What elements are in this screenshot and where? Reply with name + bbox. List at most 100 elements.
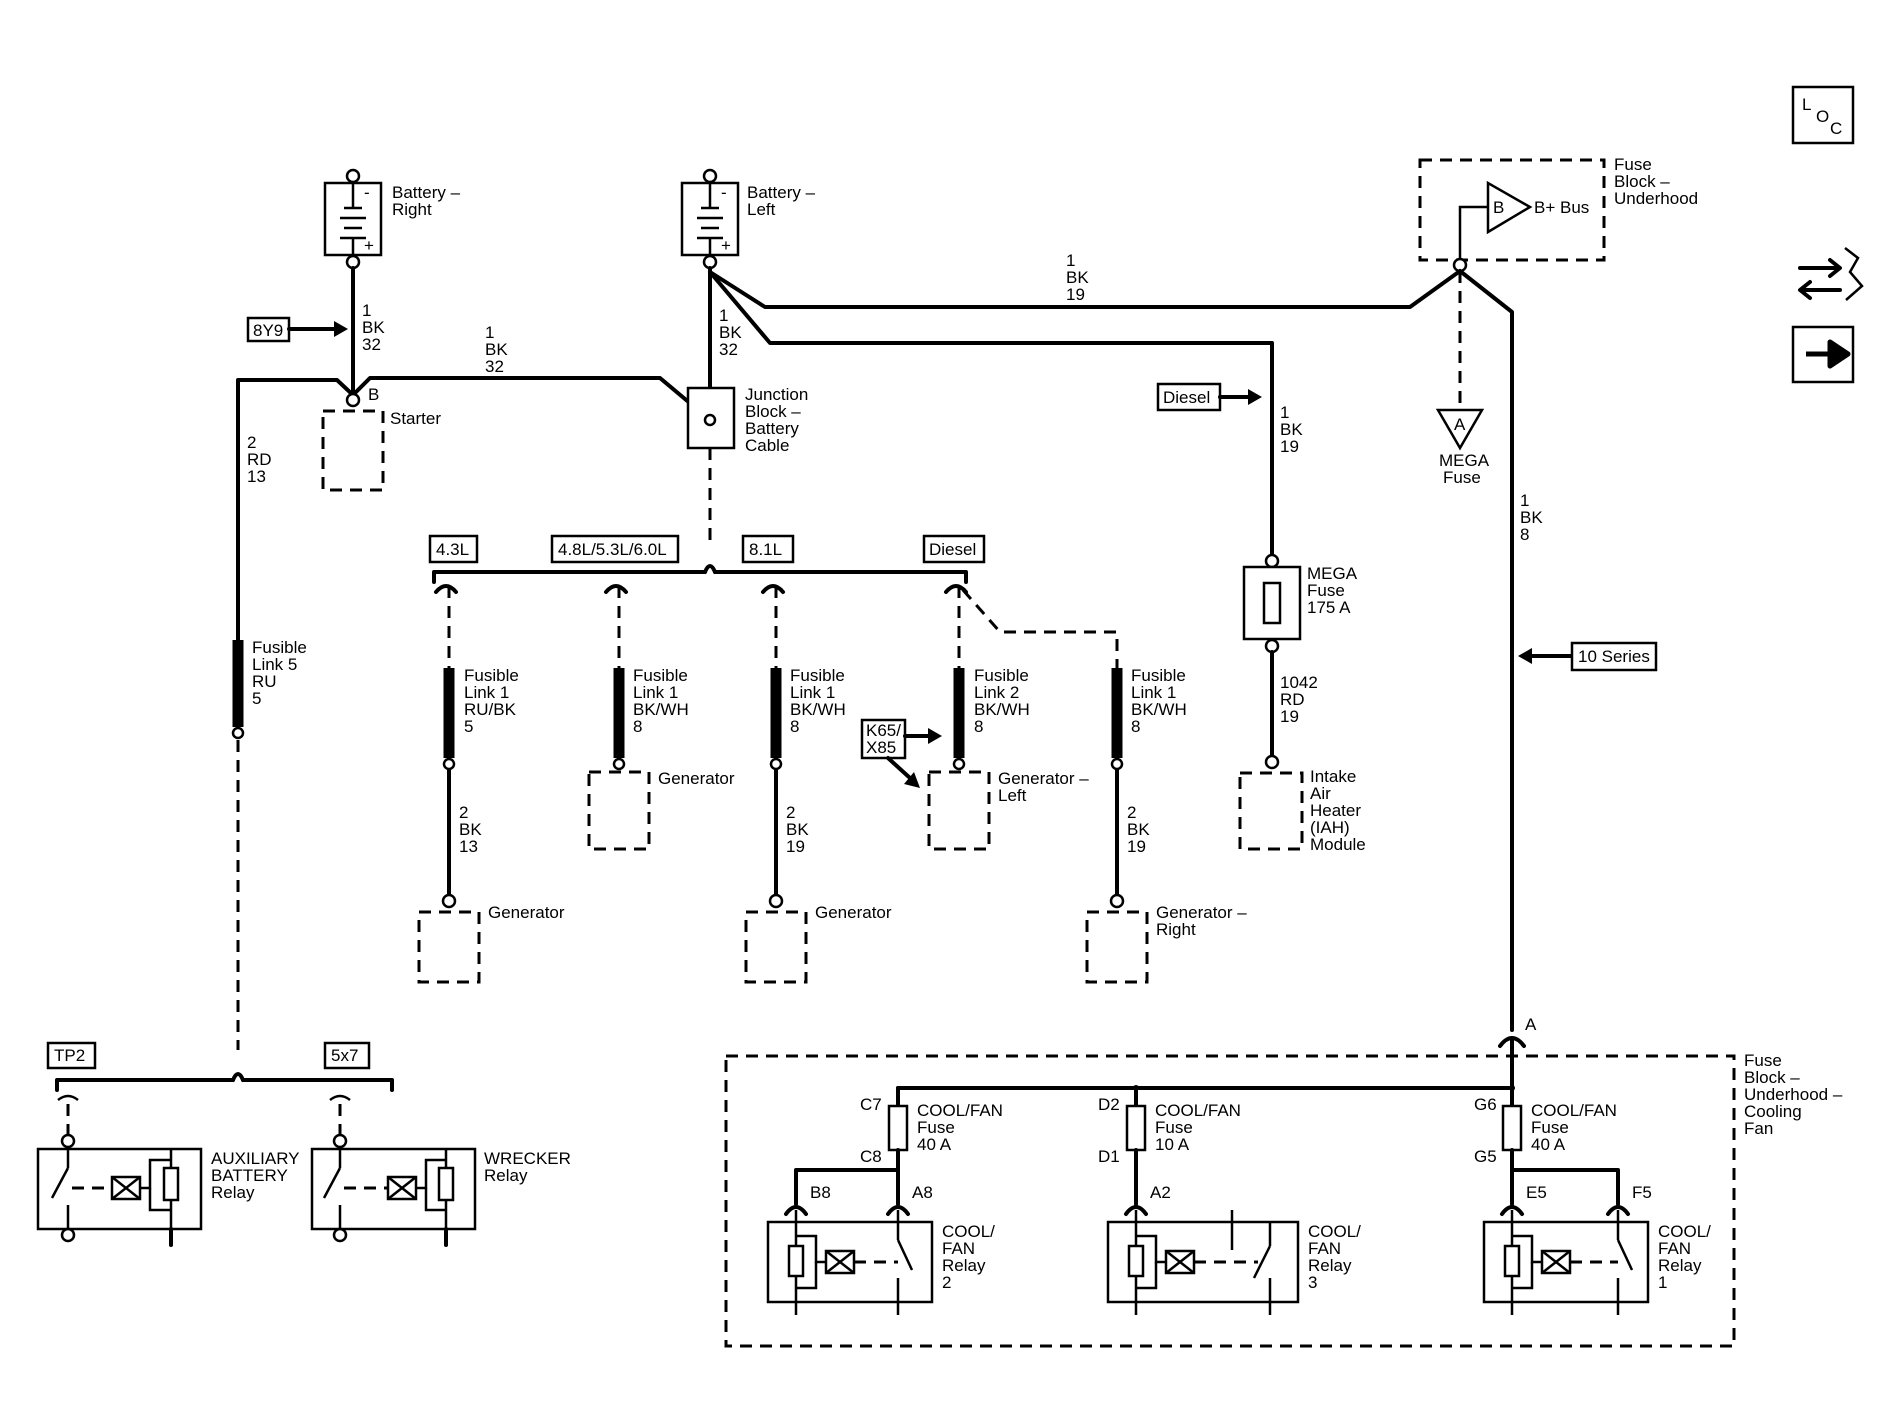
pin-e5: E5 [1526, 1183, 1547, 1202]
cool-fan-fuse-2: C7 C8 COOL/FAN Fuse 40 A [794, 1086, 1003, 1206]
fusible-link-5-label-4: 5 [252, 689, 261, 708]
auxiliary-battery-relay: AUXILIARY BATTERY Relay [36, 1094, 300, 1247]
junction-block-label-3: Battery [745, 419, 799, 438]
junction-block-label-4: Cable [745, 436, 789, 455]
wire-label: 2 [247, 433, 256, 452]
fusible-48l-label-1: Fusible [633, 666, 688, 685]
mega-fuse-ref-pin: A [1454, 415, 1466, 434]
intake-air-heater: Intake Air Heater (IAH) Module [1238, 754, 1366, 854]
option-k65-label-2: X85 [866, 738, 896, 757]
fusible-link-diesel: Fusible Link 2 BK/WH 8 [952, 666, 1030, 771]
wire-label: 1 [362, 301, 371, 320]
battery-right-label-1: Battery – [392, 183, 461, 202]
fuse-block-underhood-label-3: Underhood [1614, 189, 1698, 208]
generator-48l: Generator [587, 769, 735, 851]
mega-fuse-ref-label-2: Fuse [1443, 468, 1481, 487]
wire-label: BK [459, 820, 482, 839]
fusible-diesel-label-2: Link 2 [974, 683, 1019, 702]
wire-label: 1 [1520, 491, 1529, 510]
option-k65-x85: K65/ X85 [860, 718, 942, 788]
wire-label: 1 [1066, 251, 1075, 270]
generator-right: Generator – Right [1085, 893, 1247, 984]
cf-relay-3-label-1: COOL/ [1308, 1222, 1361, 1241]
generator-left: Generator – Left [927, 769, 1089, 851]
mega-fuse-ref-label-1: MEGA [1439, 451, 1490, 470]
starter-pin: B [368, 385, 379, 404]
loc-letter-o: O [1816, 107, 1829, 126]
option-k65-label-1: K65/ [866, 721, 901, 740]
cf-relay-1-label-4: 1 [1658, 1273, 1667, 1292]
pin-c7: C7 [860, 1095, 882, 1114]
cool-fuse-3-label-2: Fuse [1155, 1118, 1193, 1137]
cooling-block-label-1: Fuse [1744, 1051, 1782, 1070]
fusible-48l-label-4: 8 [633, 717, 642, 736]
battery-left: - + Battery – Left [680, 168, 816, 270]
cooling-block-label-5: Fan [1744, 1119, 1773, 1138]
wire-label: 19 [1280, 707, 1299, 726]
mega-fuse-label-2: Fuse [1307, 581, 1345, 600]
cool-fan-relay-2: B8 A8 COOL/ FAN Relay 2 [766, 1183, 995, 1315]
fusible-right-label-1: Fusible [1131, 666, 1186, 685]
relay-options: TP2 5x7 [46, 1041, 394, 1092]
option-diesel-label: Diesel [929, 540, 976, 559]
wire-label: BK [719, 323, 742, 342]
battery-left-label-1: Battery – [747, 183, 816, 202]
mega-fuse-label-3: 175 A [1307, 598, 1351, 617]
cf-relay-2-label-1: COOL/ [942, 1222, 995, 1241]
cool-fuse-2-label-2: Fuse [917, 1118, 955, 1137]
fusible-48l-label-2: Link 1 [633, 683, 678, 702]
option-10-series: 10 Series [1518, 641, 1658, 672]
fusible-diesel-label-3: BK/WH [974, 700, 1030, 719]
battery-right-label-2: Right [392, 200, 432, 219]
generator-48l-label: Generator [658, 769, 735, 788]
fusible-link-5-label-1: Fusible [252, 638, 307, 657]
fusible-link-5-label-2: Link 5 [252, 655, 297, 674]
pin-c8: C8 [860, 1147, 882, 1166]
option-diesel-arrow: Diesel [1156, 382, 1262, 412]
fuse-block-underhood: B B+ Bus Fuse Block – Underhood [1418, 155, 1698, 273]
wire-label: BK [786, 820, 809, 839]
wire-label: 32 [362, 335, 381, 354]
cooling-block-label-3: Underhood – [1744, 1085, 1843, 1104]
cool-fuse-1-label-3: 40 A [1531, 1135, 1566, 1154]
cf-relay-1-label-1: COOL/ [1658, 1222, 1711, 1241]
wire-label: 32 [485, 357, 504, 376]
wire-label: 8 [1520, 525, 1529, 544]
generator-81l: Generator [744, 893, 892, 984]
fusible-link-5: Fusible Link 5 RU 5 [231, 638, 307, 1050]
wire-label: BK [485, 340, 508, 359]
generator-right-label-2: Right [1156, 920, 1196, 939]
cool-fuse-1-label-1: COOL/FAN [1531, 1101, 1617, 1120]
wire-label: 19 [1280, 437, 1299, 456]
fusible-81l-label-3: BK/WH [790, 700, 846, 719]
mega-fuse-175a: MEGA Fuse 175 A 1042 RD 19 [1242, 553, 1358, 760]
b-bus-pin: B [1493, 198, 1504, 217]
option-10-series-label: 10 Series [1578, 647, 1650, 666]
wire-label: 13 [459, 837, 478, 856]
next-page-button[interactable] [1791, 325, 1855, 384]
pin-a2: A2 [1150, 1183, 1171, 1202]
fusible-81l-label-1: Fusible [790, 666, 845, 685]
cf-relay-1-label-3: Relay [1658, 1256, 1702, 1275]
fusible-43l-label-3: RU/BK [464, 700, 517, 719]
connector-swap-icon[interactable] [1798, 247, 1864, 301]
cf-relay-2-label-2: FAN [942, 1239, 975, 1258]
fusible-48l-label-3: BK/WH [633, 700, 689, 719]
starter: B Starter [321, 385, 441, 492]
junction-block-label-1: Junction [745, 385, 808, 404]
cool-fan-fuse-1: G6 G5 COOL/FAN Fuse 40 A [1474, 1086, 1620, 1206]
option-43l-label: 4.3L [436, 540, 469, 559]
engine-options: 4.3L 4.8L/5.3L/6.0L 8.1L Diesel [428, 534, 1119, 668]
mega-fuse-label-1: MEGA [1307, 564, 1358, 583]
intake-label-1: Intake [1310, 767, 1356, 786]
aux-relay-label-3: Relay [211, 1183, 255, 1202]
loc-button[interactable]: L O C [1791, 85, 1855, 145]
wire-label: BK [1280, 420, 1303, 439]
fuse-block-underhood-label-1: Fuse [1614, 155, 1652, 174]
wire-label: BK [1127, 820, 1150, 839]
generator-left-label-2: Left [998, 786, 1027, 805]
option-5x7-label: 5x7 [331, 1046, 358, 1065]
option-8y9-label: 8Y9 [253, 321, 283, 340]
cool-fan-relay-3: A2 COOL/ FAN Relay 3 [1106, 1183, 1361, 1315]
wire-label: 1 [719, 306, 728, 325]
